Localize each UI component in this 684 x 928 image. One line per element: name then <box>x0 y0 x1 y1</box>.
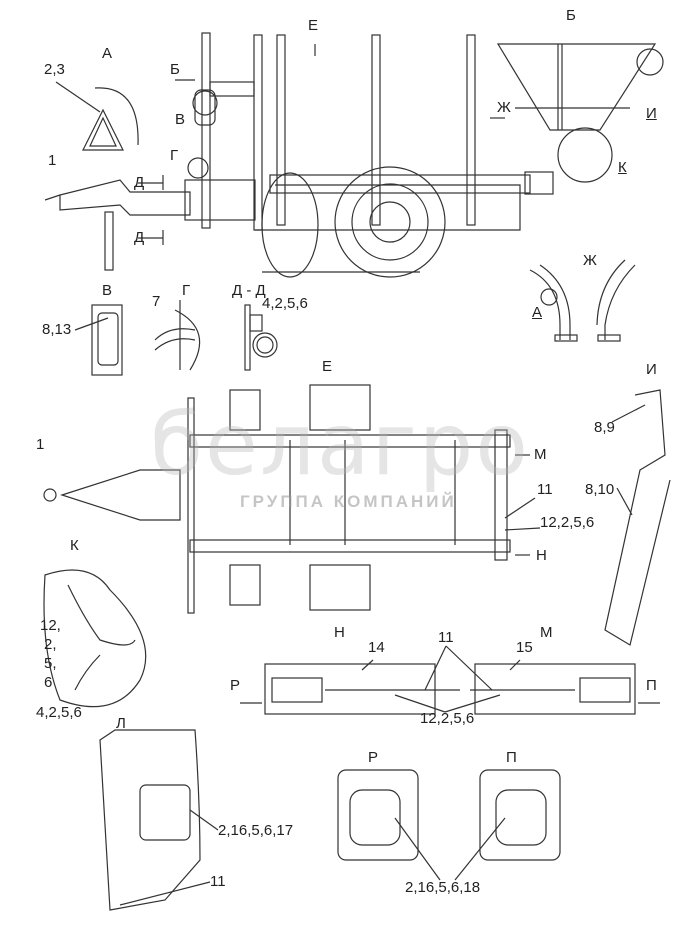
view-p-title: П <box>506 749 517 766</box>
section-mark-d-bottom: Д <box>134 229 145 246</box>
detail-v-callout: 8,13 <box>42 321 72 338</box>
detail-l-callout: 2,16,5,6,17 <box>218 822 294 839</box>
detail-g-callout: 7 <box>152 293 161 310</box>
watermark-subtitle: ГРУППА КОМПАНИЙ <box>240 492 457 511</box>
detail-v-title: В <box>102 282 113 299</box>
detail-l-callout-11: 11 <box>210 873 226 890</box>
r-p-callout: 2,16,5,6,18 <box>405 879 481 896</box>
callout-k: К <box>618 159 627 176</box>
plan-callout-12: 12,2,5,6 <box>540 514 595 531</box>
arrow-label-m: М <box>534 446 547 463</box>
detail-k-callout-4: 6 <box>44 674 53 691</box>
view-n-title: Н <box>334 624 345 641</box>
detail-g-title: Г <box>182 282 191 299</box>
callout-2-3: 2,3 <box>44 61 65 78</box>
callout-g: Г <box>170 147 179 164</box>
view-r-title: Р <box>368 749 379 766</box>
view-zh-title: Ж <box>583 252 597 269</box>
detail-i-callout-bottom: 8,10 <box>585 481 615 498</box>
part-15: 15 <box>516 639 533 656</box>
section-dd-title: Д - Д <box>232 282 266 299</box>
arrow-label-r: Р <box>230 677 241 694</box>
label-view-a: А <box>102 45 113 62</box>
detail-k-callout-1: 12, <box>40 617 61 634</box>
trailer-side-view <box>44 32 554 278</box>
view-zh-callout-a: А <box>532 304 543 321</box>
plan-callout-1: 1 <box>36 436 45 453</box>
detail-i-callout-top: 8,9 <box>594 419 615 436</box>
n-m-callout-11: 11 <box>438 629 454 646</box>
detail-k-callout-2: 2, <box>44 636 57 653</box>
plan-view-title: Е <box>322 358 333 375</box>
view-zh <box>529 259 636 342</box>
callout-v: В <box>175 111 186 128</box>
detail-l <box>99 729 219 911</box>
bunk-view-b <box>496 43 664 183</box>
detail-k <box>43 569 147 708</box>
trailer-plan-view <box>43 384 541 614</box>
detail-i <box>604 389 671 646</box>
view-b-title: Б <box>566 7 576 24</box>
section-dd-callout: 4,2,5,6 <box>262 295 308 312</box>
detail-i-title: И <box>646 361 657 378</box>
section-mark-d-top: Д <box>134 174 145 191</box>
plan-callout-11: 11 <box>537 481 553 498</box>
view-k-title: К <box>70 537 79 554</box>
detail-v-lamp <box>74 304 123 376</box>
n-m-callout: 12,2,5,6 <box>420 710 475 727</box>
detail-g-grommet <box>154 300 201 371</box>
watermark-logo: белагро <box>150 395 531 495</box>
view-m-title: М <box>540 624 553 641</box>
detail-k-callout-3: 5, <box>44 655 57 672</box>
lamp-views-n-m <box>240 645 660 715</box>
arrow-label-n: Н <box>536 547 547 564</box>
reflector-view-a <box>55 81 139 151</box>
arrow-label-p: П <box>646 677 657 694</box>
arrow-label-b: Б <box>170 61 180 78</box>
callout-i: И <box>646 105 657 122</box>
detail-k-callout-5: 4,2,5,6 <box>36 704 82 721</box>
part-14: 14 <box>368 639 385 656</box>
arrow-label-zh: Ж <box>497 99 511 116</box>
arrow-label-e: Е <box>308 17 319 34</box>
section-dd <box>244 304 278 371</box>
callout-1: 1 <box>48 152 57 169</box>
lamp-views-r-p <box>337 769 561 881</box>
detail-l-title: Л <box>116 715 126 732</box>
